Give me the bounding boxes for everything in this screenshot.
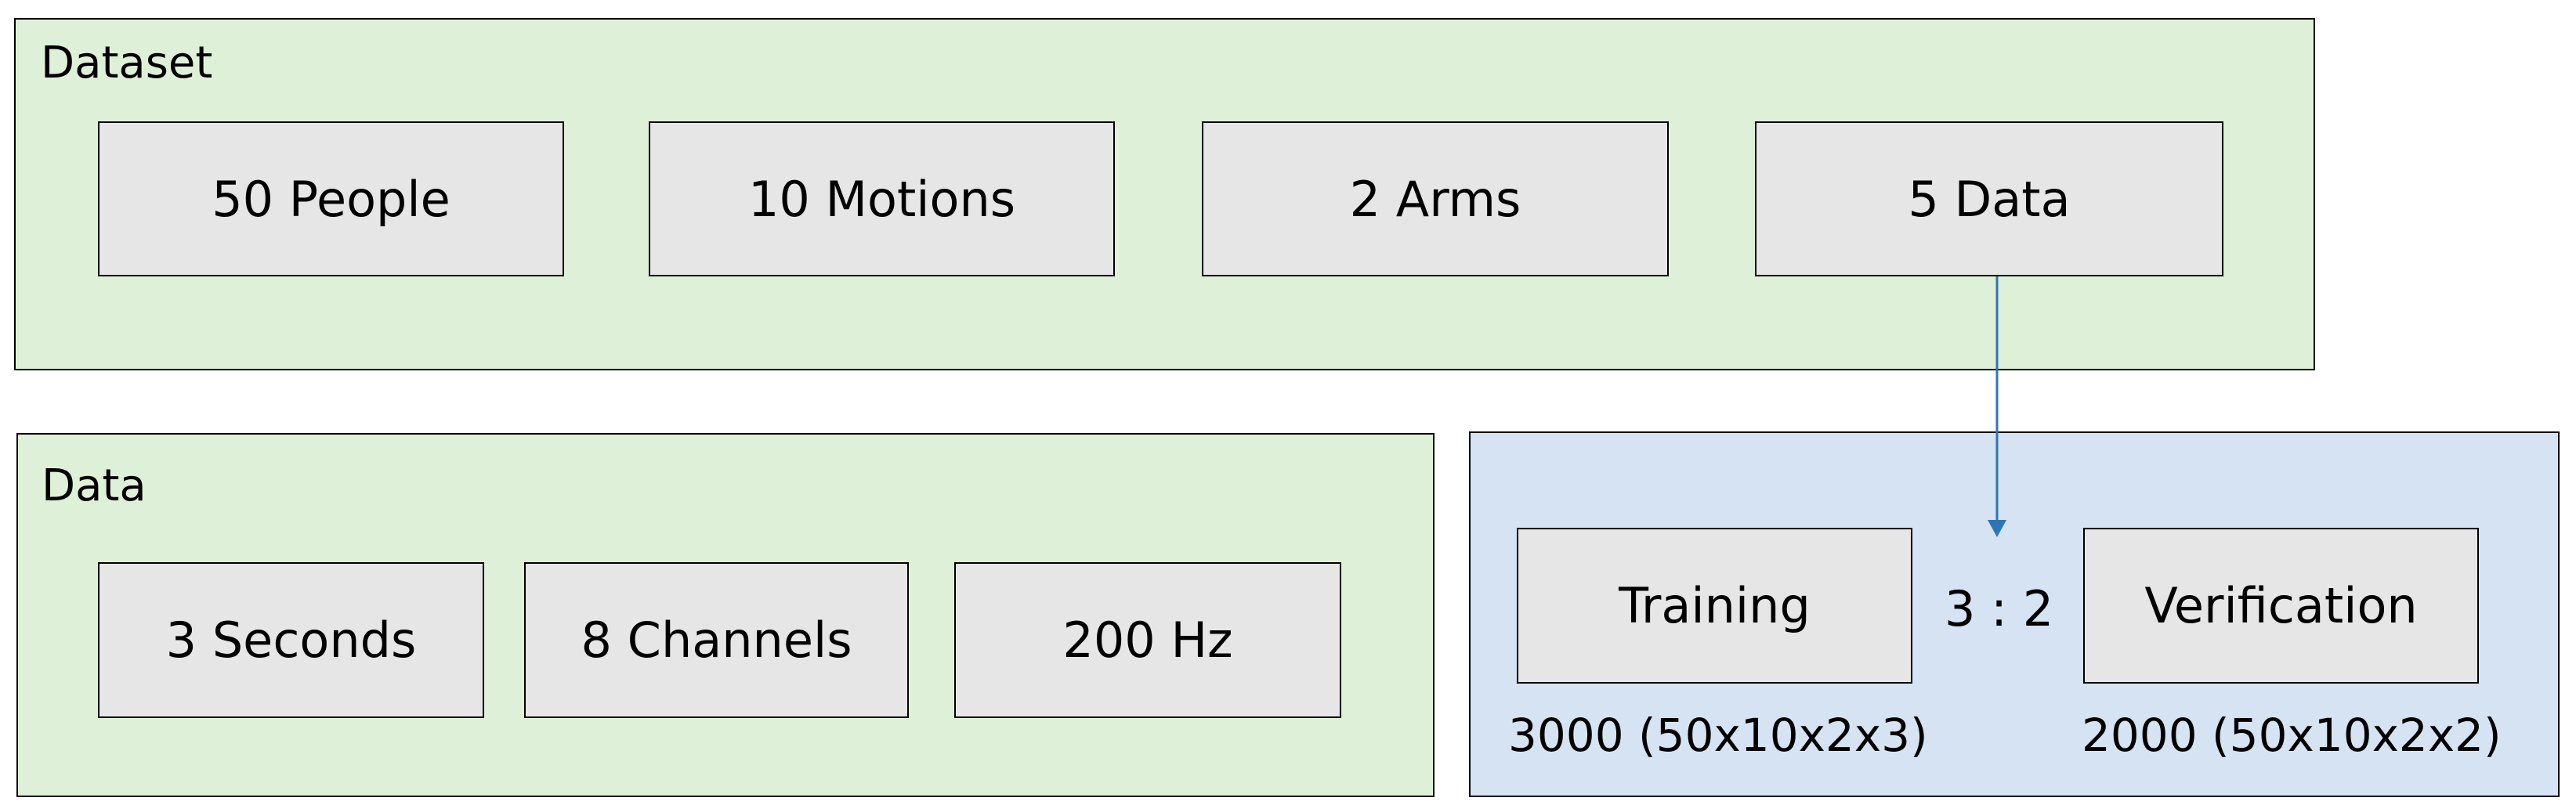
data-to-split-arrow: [1988, 276, 2006, 537]
dataset-title: Dataset: [41, 38, 213, 88]
verification-count: 2000 (50x10x2x2): [2082, 709, 2502, 762]
dataset-item-arms: 2 Arms: [1202, 121, 1669, 276]
training-count: 3000 (50x10x2x3): [1508, 709, 1928, 762]
dataset-item-motions: 10 Motions: [649, 121, 1115, 276]
dataset-item-data: 5 Data: [1755, 121, 2223, 276]
data-item-frequency: 200 Hz: [954, 562, 1341, 718]
data-item-channels: 8 Channels: [524, 562, 909, 718]
training-box: Training: [1517, 528, 1912, 684]
data-item-seconds: 3 Seconds: [98, 562, 484, 718]
data-title: Data: [42, 460, 147, 511]
verification-box: Verification: [2083, 528, 2479, 684]
dataset-item-people: 50 People: [98, 121, 564, 276]
split-ratio: 3 : 2: [1945, 580, 2054, 637]
